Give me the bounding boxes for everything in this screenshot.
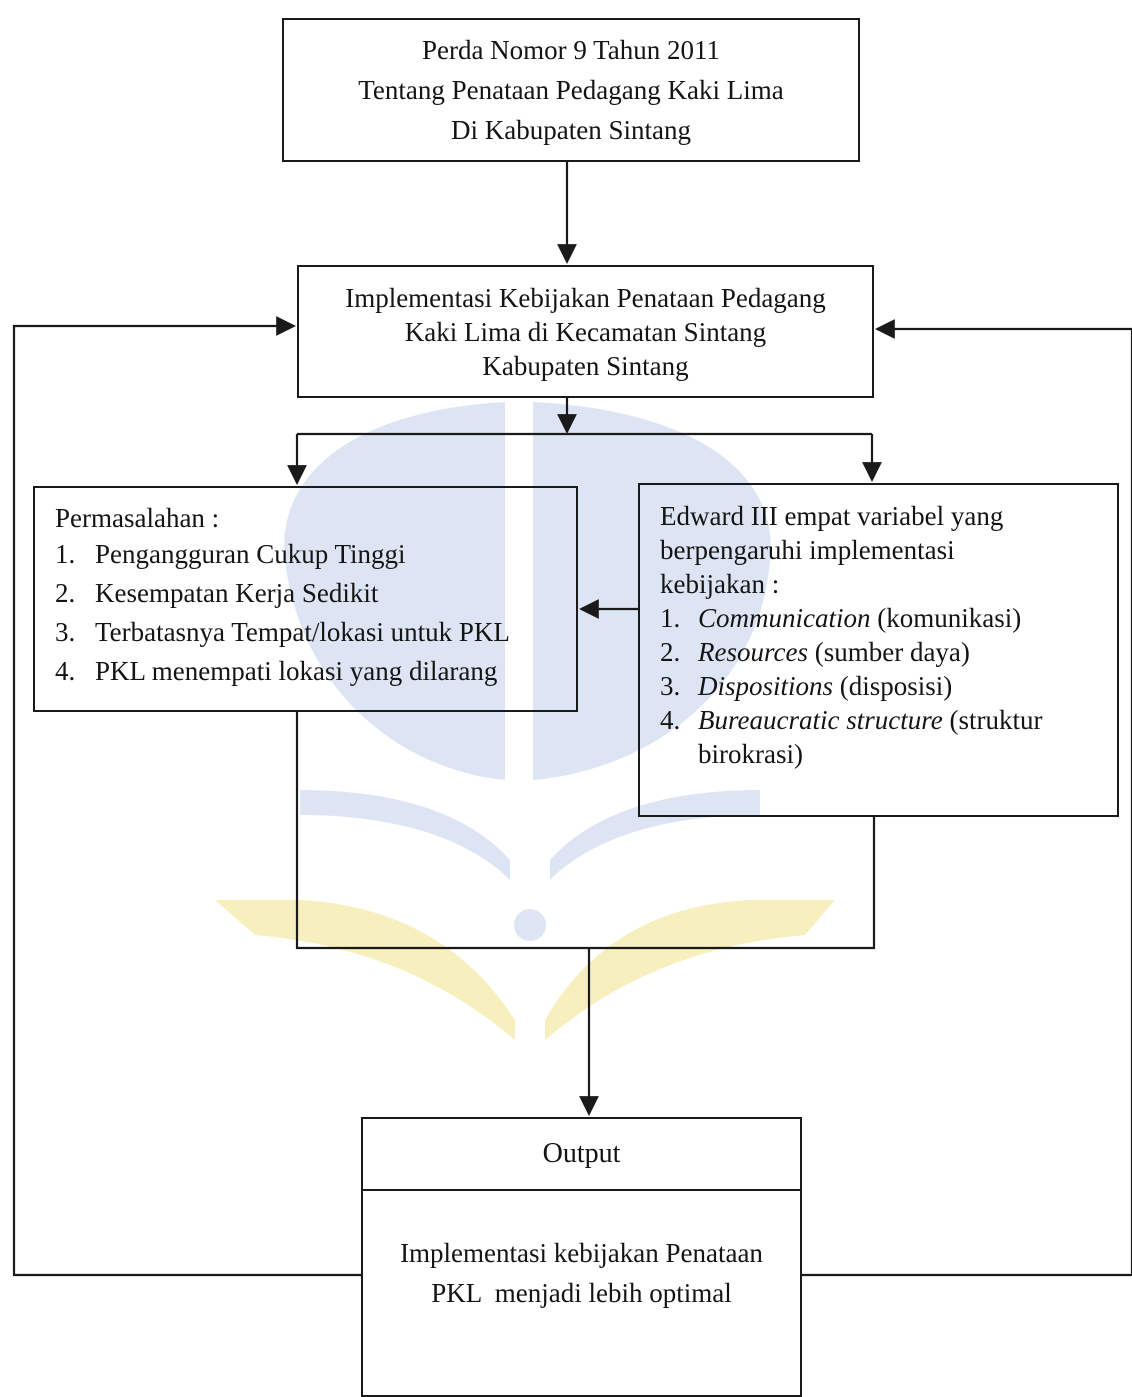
output-line-1: Implementasi kebijakan Penataan bbox=[400, 1238, 763, 1268]
item-number: 1. bbox=[660, 603, 681, 633]
list-item: 4. PKL menempati lokasi yang dilarang bbox=[55, 652, 576, 691]
item-text: Kesempatan Kerja Sedikit bbox=[95, 578, 379, 608]
watermark-right-half bbox=[533, 402, 771, 780]
problems-box: Permasalahan : 1. Pengangguran Cukup Tin… bbox=[33, 486, 578, 712]
item-number: 2. bbox=[55, 578, 76, 608]
perda-line-3: Di Kabupaten Sintang bbox=[451, 115, 691, 145]
variable-gloss: (sumber daya) bbox=[814, 637, 970, 667]
item-text: Pengangguran Cukup Tinggi bbox=[95, 539, 406, 569]
list-item: 3. Dispositions (disposisi) bbox=[660, 669, 1117, 703]
item-number: 1. bbox=[55, 539, 76, 569]
variable-term: Dispositions bbox=[698, 671, 834, 701]
variable-gloss: (disposisi) bbox=[839, 671, 953, 701]
list-item: 1. Communication (komunikasi) bbox=[660, 601, 1117, 635]
list-item: 1. Pengangguran Cukup Tinggi bbox=[55, 535, 576, 574]
perda-line-2: Tentang Penataan Pedagang Kaki Lima bbox=[358, 75, 784, 105]
list-item: 2. Kesempatan Kerja Sedikit bbox=[55, 574, 576, 613]
watermark-arc-2 bbox=[550, 790, 760, 880]
edward-heading-line-3: kebijakan : bbox=[660, 569, 780, 599]
edward-heading-line-2: berpengaruhi implementasi bbox=[660, 535, 955, 565]
implementation-box: Implementasi Kebijakan Penataan Pedagang… bbox=[297, 265, 874, 398]
perda-line-1: Perda Nomor 9 Tahun 2011 bbox=[421, 35, 721, 65]
variable-term: Bureaucratic structure bbox=[698, 705, 943, 735]
item-text: Terbatasnya Tempat/lokasi untuk PKL bbox=[95, 617, 510, 647]
edward-heading-line-1: Edward III empat variabel yang bbox=[660, 501, 1004, 531]
implementation-line-3: Kabupaten Sintang bbox=[482, 350, 689, 381]
implementation-line-2: Kaki Lima di Kecamatan Sintang bbox=[404, 316, 767, 347]
watermark-pen-dot bbox=[514, 909, 546, 941]
variable-term: Communication bbox=[698, 603, 871, 633]
output-box: Output Implementasi kebijakan Penataan P… bbox=[361, 1117, 802, 1397]
item-number: 2. bbox=[660, 637, 681, 667]
item-number: 3. bbox=[55, 617, 76, 647]
variable-gloss: (komunikasi) bbox=[877, 603, 1022, 633]
item-text: PKL menempati lokasi yang dilarang bbox=[95, 656, 498, 686]
variable-gloss: (struktur bbox=[949, 705, 1043, 735]
list-item: 2. Resources (sumber daya) bbox=[660, 635, 1117, 669]
item-number: 4. bbox=[660, 705, 681, 735]
variable-gloss-continued: birokrasi) bbox=[698, 739, 803, 769]
edward-variables-box: Edward III empat variabel yang berpengar… bbox=[638, 483, 1119, 817]
watermark-book-left bbox=[215, 900, 515, 1040]
list-item: 3. Terbatasnya Tempat/lokasi untuk PKL bbox=[55, 613, 576, 652]
feedback-left-loop bbox=[12, 316, 361, 1277]
problems-list: 1. Pengangguran Cukup Tinggi 2. Kesempat… bbox=[55, 535, 576, 691]
edward-variables-list: 1. Communication (komunikasi) 2. Resourc… bbox=[660, 601, 1117, 771]
output-title: Output bbox=[363, 1119, 800, 1191]
watermark-left-half bbox=[284, 402, 505, 780]
merge-frame bbox=[295, 712, 876, 950]
watermark-book-right bbox=[545, 900, 835, 1040]
perda-box: Perda Nomor 9 Tahun 2011 Tentang Penataa… bbox=[282, 18, 860, 162]
item-number: 3. bbox=[660, 671, 681, 701]
list-item: 4. Bureaucratic structure (struktur biro… bbox=[660, 703, 1117, 771]
watermark-arc-1 bbox=[300, 790, 510, 880]
problems-heading: Permasalahan : bbox=[55, 503, 220, 533]
output-description: Implementasi kebijakan Penataan PKL menj… bbox=[363, 1233, 800, 1313]
item-number: 4. bbox=[55, 656, 76, 686]
feedback-right-loop bbox=[802, 319, 1132, 1277]
variable-term: Resources bbox=[698, 637, 808, 667]
implementation-line-1: Implementasi Kebijakan Penataan Pedagang bbox=[345, 282, 826, 313]
output-line-2: PKL menjadi lebih optimal bbox=[431, 1278, 732, 1308]
